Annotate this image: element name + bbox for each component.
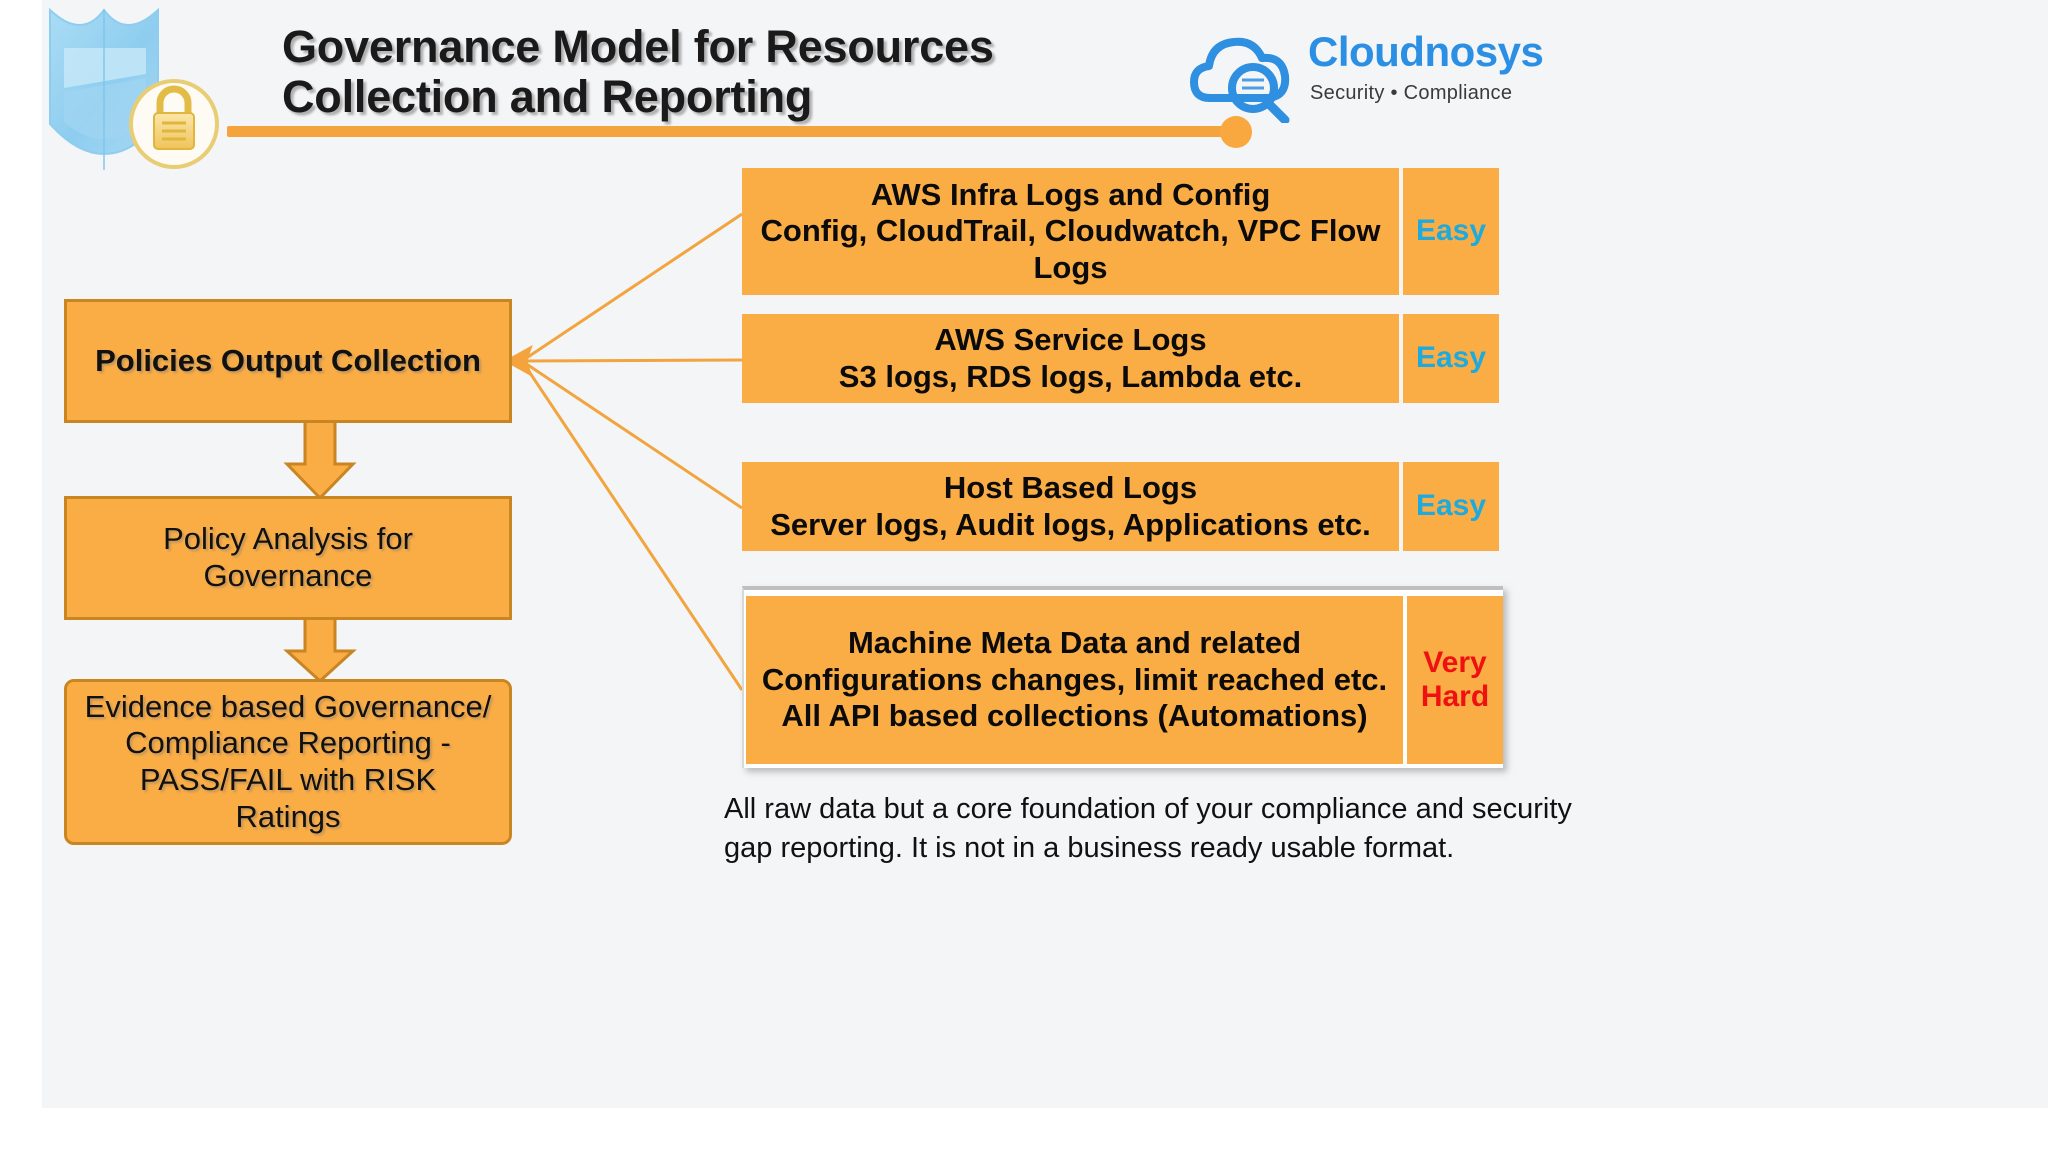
accent-dot — [1220, 116, 1252, 148]
flow-step-evidence-reporting[interactable]: Evidence based Governance/ Compliance Re… — [64, 679, 512, 845]
source-title: AWS Infra Logs and Config Config, CloudT… — [742, 168, 1399, 295]
accent-rule — [227, 126, 1242, 137]
brand-tagline: Security • Compliance — [1310, 82, 1513, 104]
source-row-aws-service-logs[interactable]: AWS Service Logs S3 logs, RDS logs, Lamb… — [742, 314, 1499, 403]
source-title: Machine Meta Data and related Configurat… — [746, 596, 1403, 764]
source-row-aws-infra-logs[interactable]: AWS Infra Logs and Config Config, CloudT… — [742, 168, 1499, 295]
page-title: Governance Model for Resources Collectio… — [282, 21, 994, 123]
arrow-down-icon-2 — [283, 617, 357, 683]
source-title: AWS Service Logs S3 logs, RDS logs, Lamb… — [742, 314, 1399, 403]
arrow-down-icon-1 — [283, 420, 357, 500]
source-row-machine-meta-data[interactable]: Machine Meta Data and related Configurat… — [746, 596, 1503, 764]
shield-lock-icon — [49, 7, 219, 170]
status-badge: Easy — [1403, 168, 1499, 295]
slide-canvas: Governance Model for Resources Collectio… — [42, 0, 2048, 1108]
footnote-text: All raw data but a core foundation of yo… — [724, 793, 1572, 864]
flow-step-policy-analysis[interactable]: Policy Analysis for Governance — [64, 496, 512, 620]
brand-name: Cloudnosys — [1308, 28, 1544, 75]
status-badge: Very Hard — [1407, 596, 1503, 764]
brand-logo: Cloudnosys Security • Compliance — [1190, 20, 1544, 125]
flow-step-policies-output-collection[interactable]: Policies Output Collection — [64, 299, 512, 423]
status-badge: Easy — [1403, 462, 1499, 551]
source-title: Host Based Logs Server logs, Audit logs,… — [742, 462, 1399, 551]
cloud-magnifier-icon — [1190, 37, 1290, 123]
status-badge: Easy — [1403, 314, 1499, 403]
source-row-host-based-logs[interactable]: Host Based Logs Server logs, Audit logs,… — [742, 462, 1499, 551]
